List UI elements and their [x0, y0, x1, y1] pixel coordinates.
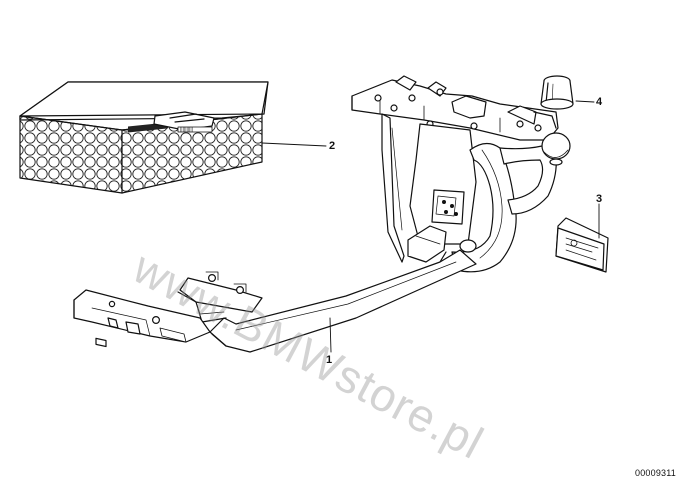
callout-2[interactable]: 2 — [329, 140, 336, 152]
diagram-number: 00009311 — [635, 468, 676, 478]
box-barcode-icon: |||||||||| — [180, 127, 193, 133]
tow-hitch-assembly — [73, 75, 571, 353]
parts-box: |||||||||| — [19, 81, 269, 194]
callout-4[interactable]: 4 — [596, 96, 603, 108]
callout-1[interactable]: 1 — [326, 354, 333, 366]
callout-3[interactable]: 3 — [596, 193, 603, 205]
type-plate — [555, 217, 609, 273]
ball-cap — [540, 75, 574, 110]
leader-lines — [261, 100, 600, 353]
